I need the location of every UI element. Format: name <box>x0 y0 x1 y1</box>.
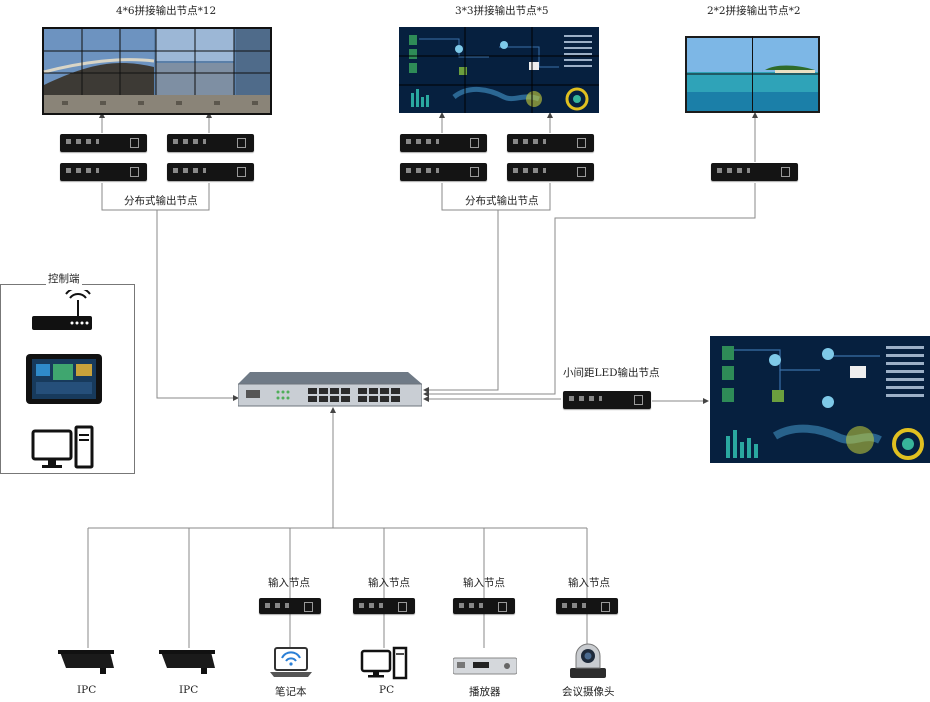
input-node-pc <box>353 598 415 614</box>
led-node-label: 小间距LED输出节点 <box>563 367 660 379</box>
tablet-icon-graphic <box>26 354 102 404</box>
output-node-3x3-2 <box>507 134 594 152</box>
input-node-laptop <box>259 598 321 614</box>
led-output-node <box>563 391 651 409</box>
wall-3x3-title: 3*3拼接输出节点*5 <box>455 5 549 17</box>
tablet-icon <box>26 354 102 404</box>
ipc-camera-icon-2 <box>159 648 217 676</box>
laptop-icon <box>270 646 312 680</box>
conference-camera-graphic <box>570 643 606 678</box>
media-player-graphic <box>453 657 517 675</box>
video-wall-2x2-screens <box>685 36 820 113</box>
router-icon-graphic <box>32 290 92 330</box>
input-node-player <box>453 598 515 614</box>
input-node-camera <box>556 598 618 614</box>
desktop-pc-icon-graphic <box>31 425 94 469</box>
device-label-camera: 会议摄像头 <box>562 686 615 698</box>
output-node-4x6-3 <box>60 163 147 181</box>
network-switch-graphic <box>238 372 422 407</box>
device-label-ipc-2: IPC <box>179 684 199 696</box>
video-wall-4x6 <box>42 27 272 115</box>
device-label-ipc-1: IPC <box>77 684 97 696</box>
pc-graphic <box>360 646 408 680</box>
video-wall-3x3-screens <box>399 27 599 113</box>
output-node-4x6-2 <box>167 134 254 152</box>
desktop-pc-icon <box>30 425 96 471</box>
input-node-label-laptop: 输入节点 <box>268 577 310 589</box>
output-node-4x6-1 <box>60 134 147 152</box>
led-screen-graphic <box>710 336 930 463</box>
router-icon <box>30 290 94 332</box>
video-wall-2x2 <box>685 36 820 113</box>
video-wall-3x3 <box>399 27 599 113</box>
ipc-camera-graphic-1 <box>58 650 114 674</box>
device-label-laptop: 笔记本 <box>275 686 307 698</box>
output-node-4x6-4 <box>167 163 254 181</box>
wall-4x6-title: 4*6拼接输出节点*12 <box>116 5 217 17</box>
input-node-label-pc: 输入节点 <box>368 577 410 589</box>
output-node-3x3-3 <box>400 163 487 181</box>
output-node-3x3-4 <box>507 163 594 181</box>
device-label-player: 播放器 <box>469 686 501 698</box>
output-node-3x3-1 <box>400 134 487 152</box>
output-node-4x6-label: 分布式输出节点 <box>122 193 200 208</box>
media-player-icon <box>453 656 517 676</box>
input-node-label-camera: 输入节点 <box>568 577 610 589</box>
output-node-2x2 <box>711 163 798 181</box>
device-label-pc: PC <box>379 684 395 696</box>
conference-camera-icon <box>566 642 610 680</box>
control-title: 控制端 <box>46 271 82 286</box>
wall-2x2-title: 2*2拼接输出节点*2 <box>707 5 801 17</box>
video-wall-4x6-screens <box>42 27 272 115</box>
ipc-camera-icon-1 <box>58 648 116 676</box>
laptop-graphic <box>270 647 312 677</box>
network-switch <box>238 372 422 408</box>
led-screen <box>710 336 930 463</box>
pc-icon <box>360 646 408 680</box>
output-node-3x3-label: 分布式输出节点 <box>463 193 541 208</box>
input-node-label-player: 输入节点 <box>463 577 505 589</box>
ipc-camera-graphic-2 <box>159 650 215 674</box>
